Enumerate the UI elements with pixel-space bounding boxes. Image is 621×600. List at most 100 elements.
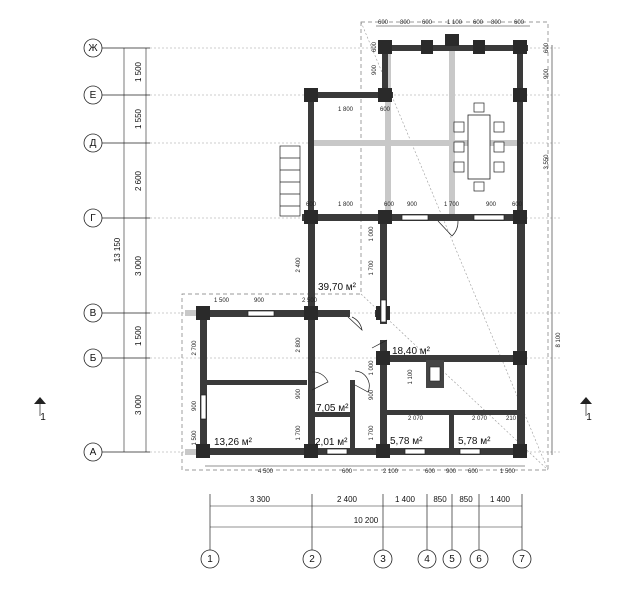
- vdim-total: 13 150: [113, 237, 122, 262]
- svg-text:210: 210: [506, 416, 517, 422]
- svg-text:Г: Г: [90, 213, 96, 224]
- svg-text:900: 900: [372, 64, 378, 75]
- svg-text:1 700: 1 700: [296, 425, 302, 441]
- stairs: [279, 145, 301, 217]
- axis-bubble-4: 4: [417, 494, 437, 569]
- axis-bubble-1: 1: [200, 494, 220, 569]
- vdim-5: 1 500: [134, 325, 143, 346]
- svg-text:2 070: 2 070: [408, 416, 424, 422]
- svg-text:1 000: 1 000: [369, 226, 375, 242]
- room-area-left: 13,26 м²: [214, 437, 253, 448]
- hdim-5: 850: [459, 495, 473, 504]
- row-1800-dims: 1 800 600: [338, 107, 391, 113]
- hdim-1: 3 300: [250, 495, 271, 504]
- axis-bubbles: Ж Е Д Г В Б А 1 2 3 4 5 6 7: [83, 38, 532, 569]
- left-side-dims: 2 700 900 1 500: [192, 340, 198, 446]
- section-marks: [34, 397, 592, 416]
- room-area-r2: 5,78 м²: [458, 436, 491, 447]
- svg-text:3: 3: [380, 554, 386, 565]
- svg-text:600: 600: [342, 469, 353, 475]
- axis-bubble-g: Г: [83, 208, 150, 228]
- axis-bubble-v: В: [83, 303, 150, 323]
- columns: [196, 34, 527, 458]
- svg-text:4: 4: [424, 554, 430, 565]
- svg-text:600: 600: [422, 20, 433, 26]
- svg-text:900: 900: [446, 469, 457, 475]
- room-area-living: 18,40 м²: [392, 346, 431, 357]
- row-g-dims: 600 1 800 600 900 1 700 900 600: [306, 202, 523, 208]
- svg-text:2 400: 2 400: [296, 257, 302, 273]
- svg-text:600: 600: [468, 469, 479, 475]
- room-area-wc: 2,01 м²: [315, 437, 348, 448]
- svg-text:1 100: 1 100: [447, 20, 463, 26]
- bottom-row-dims: 4 500 600 2 100 600 900 600 1 500: [205, 465, 525, 475]
- axis-bubble-a: А: [83, 442, 150, 462]
- axis-bubble-6: 6: [469, 494, 489, 569]
- right-side-dims: 8 100 3 550 900 600: [544, 42, 562, 455]
- svg-text:900: 900: [486, 202, 497, 208]
- axis-bubble-zh: Ж: [83, 38, 150, 58]
- svg-text:600: 600: [544, 42, 550, 53]
- svg-text:600: 600: [380, 107, 391, 113]
- room-area-mid: 7,05 м²: [316, 403, 349, 414]
- hdim-2: 2 400: [337, 495, 358, 504]
- row-2070-dims: 2 070 2 070 210: [408, 416, 517, 422]
- svg-text:600: 600: [384, 202, 395, 208]
- hdim-total: 10 200: [354, 516, 379, 525]
- svg-text:1 700: 1 700: [369, 260, 375, 276]
- svg-text:8 100: 8 100: [556, 332, 562, 348]
- svg-text:600: 600: [473, 20, 484, 26]
- vdim-2: 1 550: [134, 108, 143, 129]
- svg-text:1 100: 1 100: [408, 369, 414, 385]
- hdim-4: 850: [433, 495, 447, 504]
- doors: [311, 220, 459, 393]
- windows: [200, 214, 505, 455]
- axis-bubble-3: 3: [373, 494, 393, 569]
- svg-text:1 500: 1 500: [192, 430, 198, 446]
- room-area-hall: 39,70 м²: [318, 282, 357, 293]
- svg-text:1 800: 1 800: [338, 202, 354, 208]
- svg-text:1 700: 1 700: [444, 202, 460, 208]
- svg-text:3 550: 3 550: [544, 154, 550, 170]
- svg-text:2 100: 2 100: [383, 469, 399, 475]
- axis-bubble-e: Е: [83, 85, 150, 105]
- svg-text:5: 5: [449, 554, 455, 565]
- vdim-4: 3 000: [134, 255, 143, 276]
- top-row-dims: 600 800 600 1 100 600 800 600: [376, 20, 530, 27]
- axis-bubble-b: Б: [83, 348, 150, 368]
- svg-text:Ж: Ж: [88, 43, 98, 54]
- svg-text:800: 800: [400, 20, 411, 26]
- svg-text:Б: Б: [90, 353, 97, 364]
- mid-vertical-dims: 2 400 1 700 2 800 900 1 700 1 000 1 000 …: [296, 41, 414, 440]
- svg-text:А: А: [90, 447, 97, 458]
- axis-bubble-d: Д: [83, 133, 150, 153]
- svg-text:1 000: 1 000: [369, 360, 375, 376]
- svg-text:600: 600: [306, 202, 317, 208]
- axis-bubble-2: 2: [302, 494, 322, 569]
- svg-text:2: 2: [309, 554, 315, 565]
- svg-text:900: 900: [544, 68, 550, 79]
- svg-text:1: 1: [207, 554, 213, 565]
- svg-text:Е: Е: [90, 90, 97, 101]
- svg-text:Д: Д: [90, 138, 97, 149]
- svg-text:800: 800: [491, 20, 502, 26]
- svg-text:600: 600: [425, 469, 436, 475]
- room-area-r1: 5,78 м²: [390, 436, 423, 447]
- svg-text:7: 7: [519, 554, 525, 565]
- vdim-1: 1 500: [134, 61, 143, 82]
- svg-text:900: 900: [369, 389, 375, 400]
- vdim-3: 2 600: [134, 170, 143, 191]
- svg-text:2 070: 2 070: [472, 416, 488, 422]
- svg-text:1 500: 1 500: [214, 298, 230, 304]
- svg-text:1 500: 1 500: [500, 469, 516, 475]
- svg-text:900: 900: [407, 202, 418, 208]
- vdim-6: 3 000: [134, 394, 143, 415]
- svg-text:В: В: [90, 308, 97, 319]
- dining-table: [453, 102, 505, 192]
- section-mark-right: 1: [586, 412, 592, 423]
- svg-text:600: 600: [514, 20, 525, 26]
- svg-text:2 700: 2 700: [192, 340, 198, 356]
- svg-text:900: 900: [296, 388, 302, 399]
- svg-text:2 500: 2 500: [302, 298, 318, 304]
